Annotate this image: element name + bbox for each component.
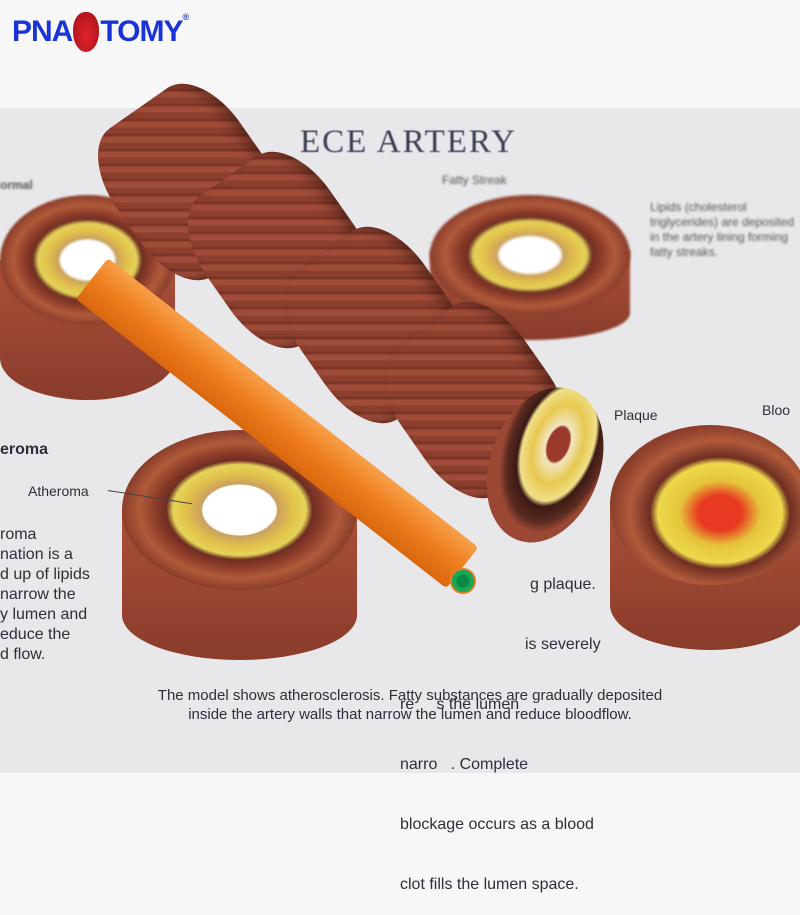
blood-label: Bloo <box>762 402 791 418</box>
text-line: nation is a <box>0 546 73 563</box>
logo-text: PNA <box>12 15 73 48</box>
text-line: narro . Complete <box>400 756 529 773</box>
plaque-label: Plaque <box>614 407 658 423</box>
caption-line: inside the artery walls that narrow the … <box>188 706 632 723</box>
caption: The model shows atherosclerosis. Fatty s… <box>130 686 690 724</box>
registered-mark: ® <box>182 12 189 22</box>
atheroma-heading: eroma <box>0 441 49 458</box>
normal-label: ormal <box>0 178 33 192</box>
text-line: g plaque. <box>530 576 596 593</box>
text-line: d up of lipids <box>0 566 90 583</box>
fatty-streak-ring <box>430 195 630 315</box>
poster-title: ECE ARTERY <box>300 124 517 160</box>
text-line: blockage occurs as a blood <box>400 816 594 833</box>
brand-logo: PNA TOMY ® <box>12 12 189 52</box>
text-line: y lumen and <box>0 606 88 623</box>
logo-text: TOMY <box>100 15 183 48</box>
text-line: clot fills the lumen space. <box>400 876 579 893</box>
text-line: is severely <box>525 636 601 653</box>
blood-clot-ring <box>610 425 800 585</box>
atheroma-text: roma nation is a d up of lipids narrow t… <box>0 525 90 665</box>
text-line: narrow the <box>0 586 76 603</box>
atheroma-label: Atheroma <box>28 483 89 499</box>
fatty-streak-note: Lipids (cholesterol triglycerides) are d… <box>650 200 795 259</box>
heart-icon <box>73 12 100 52</box>
blockage-text: g plaque. is severely re s the lumen nar… <box>400 535 601 915</box>
text-line: educe the <box>0 626 71 643</box>
text-line: d flow. <box>0 646 46 663</box>
text-line: roma <box>0 526 37 543</box>
text-line: re s the lumen <box>400 696 520 713</box>
fatty-streak-label: Fatty Streak <box>442 173 507 187</box>
green-rod-end <box>450 568 476 594</box>
caption-line: The model shows atherosclerosis. Fatty s… <box>157 687 663 704</box>
